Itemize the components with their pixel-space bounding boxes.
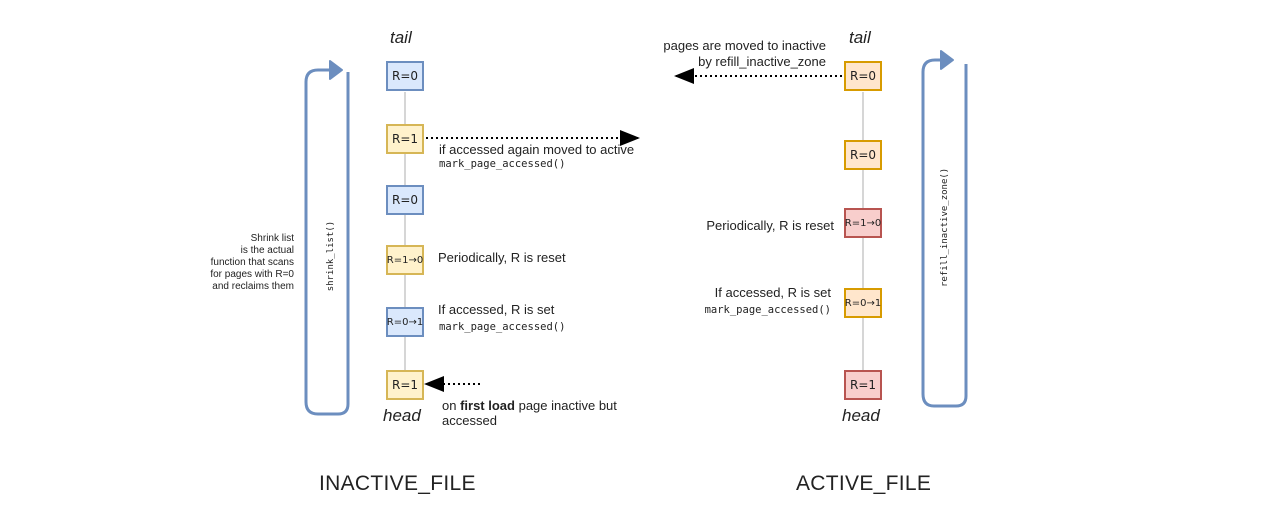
- inactive-page-box: R=1: [386, 370, 424, 400]
- inactive-periodic-reset-text: Periodically, R is reset: [438, 250, 566, 265]
- active-page-box: R=0: [844, 61, 882, 91]
- active-page-box: R=0: [844, 140, 882, 170]
- inactive-page-box: R=0: [386, 185, 424, 215]
- shrink-note-line: for pages with R=0: [210, 269, 294, 280]
- inactive-page-box: R=1: [386, 124, 424, 154]
- shrink-note-line: and reclaims them: [212, 281, 294, 292]
- first-load-text: on first load page inactive but: [442, 398, 617, 413]
- shrink-note-line: function that scans: [210, 257, 294, 268]
- active-head-label: head: [842, 406, 880, 425]
- active-page-box: R=1→0: [844, 208, 882, 238]
- shrink-list-fn-label: shrink_list(): [326, 220, 336, 292]
- inactive-page-box: R=0: [386, 61, 424, 91]
- active-tail-label: tail: [849, 28, 871, 47]
- active-file-title: ACTIVE_FILE: [796, 472, 932, 495]
- inactive-tail-label: tail: [390, 28, 412, 47]
- shrink-list-note: Shrink list is the actual function that …: [188, 233, 294, 293]
- shrink-note-line: Shrink list: [250, 233, 294, 244]
- active-if-accessed-text: If accessed, R is set: [714, 285, 831, 300]
- shrink-note-line: is the actual: [240, 245, 294, 256]
- inactive-head-label: head: [383, 406, 421, 425]
- inactive-file-title: INACTIVE_FILE: [319, 472, 476, 495]
- active-page-box: R=0→1: [844, 288, 882, 318]
- refill-cycle-arrow: [921, 58, 968, 408]
- moved-to-active-fn: mark_page_accessed(): [439, 158, 566, 170]
- shrink-list-cycle-arrow: [304, 68, 350, 416]
- moved-to-inactive-text: pages are moved to inactive: [663, 38, 826, 53]
- moved-to-active-text: if accessed again moved to active: [439, 142, 635, 157]
- shrink-list-arrowhead: [329, 60, 343, 80]
- refill-arrowhead: [940, 50, 954, 70]
- active-page-box: R=1: [844, 370, 882, 400]
- moved-to-inactive-text-line2: by refill_inactive_zone: [698, 54, 826, 69]
- inactive-if-accessed-text: If accessed, R is set: [438, 302, 555, 317]
- inactive-page-box: R=0→1: [386, 307, 424, 337]
- first-load-text-line2: accessed: [442, 413, 497, 428]
- active-periodic-reset-text: Periodically, R is reset: [706, 218, 834, 233]
- inactive-if-accessed-fn: mark_page_accessed(): [439, 321, 566, 333]
- refill-fn-label: refill_inactive_zone(): [940, 167, 950, 287]
- first-load-prefix: on: [442, 398, 461, 413]
- inactive-page-box: R=1→0: [386, 245, 424, 275]
- first-load-bold: first load: [460, 398, 515, 413]
- active-if-accessed-fn: mark_page_accessed(): [704, 304, 831, 316]
- first-load-suffix: page inactive but: [514, 398, 617, 413]
